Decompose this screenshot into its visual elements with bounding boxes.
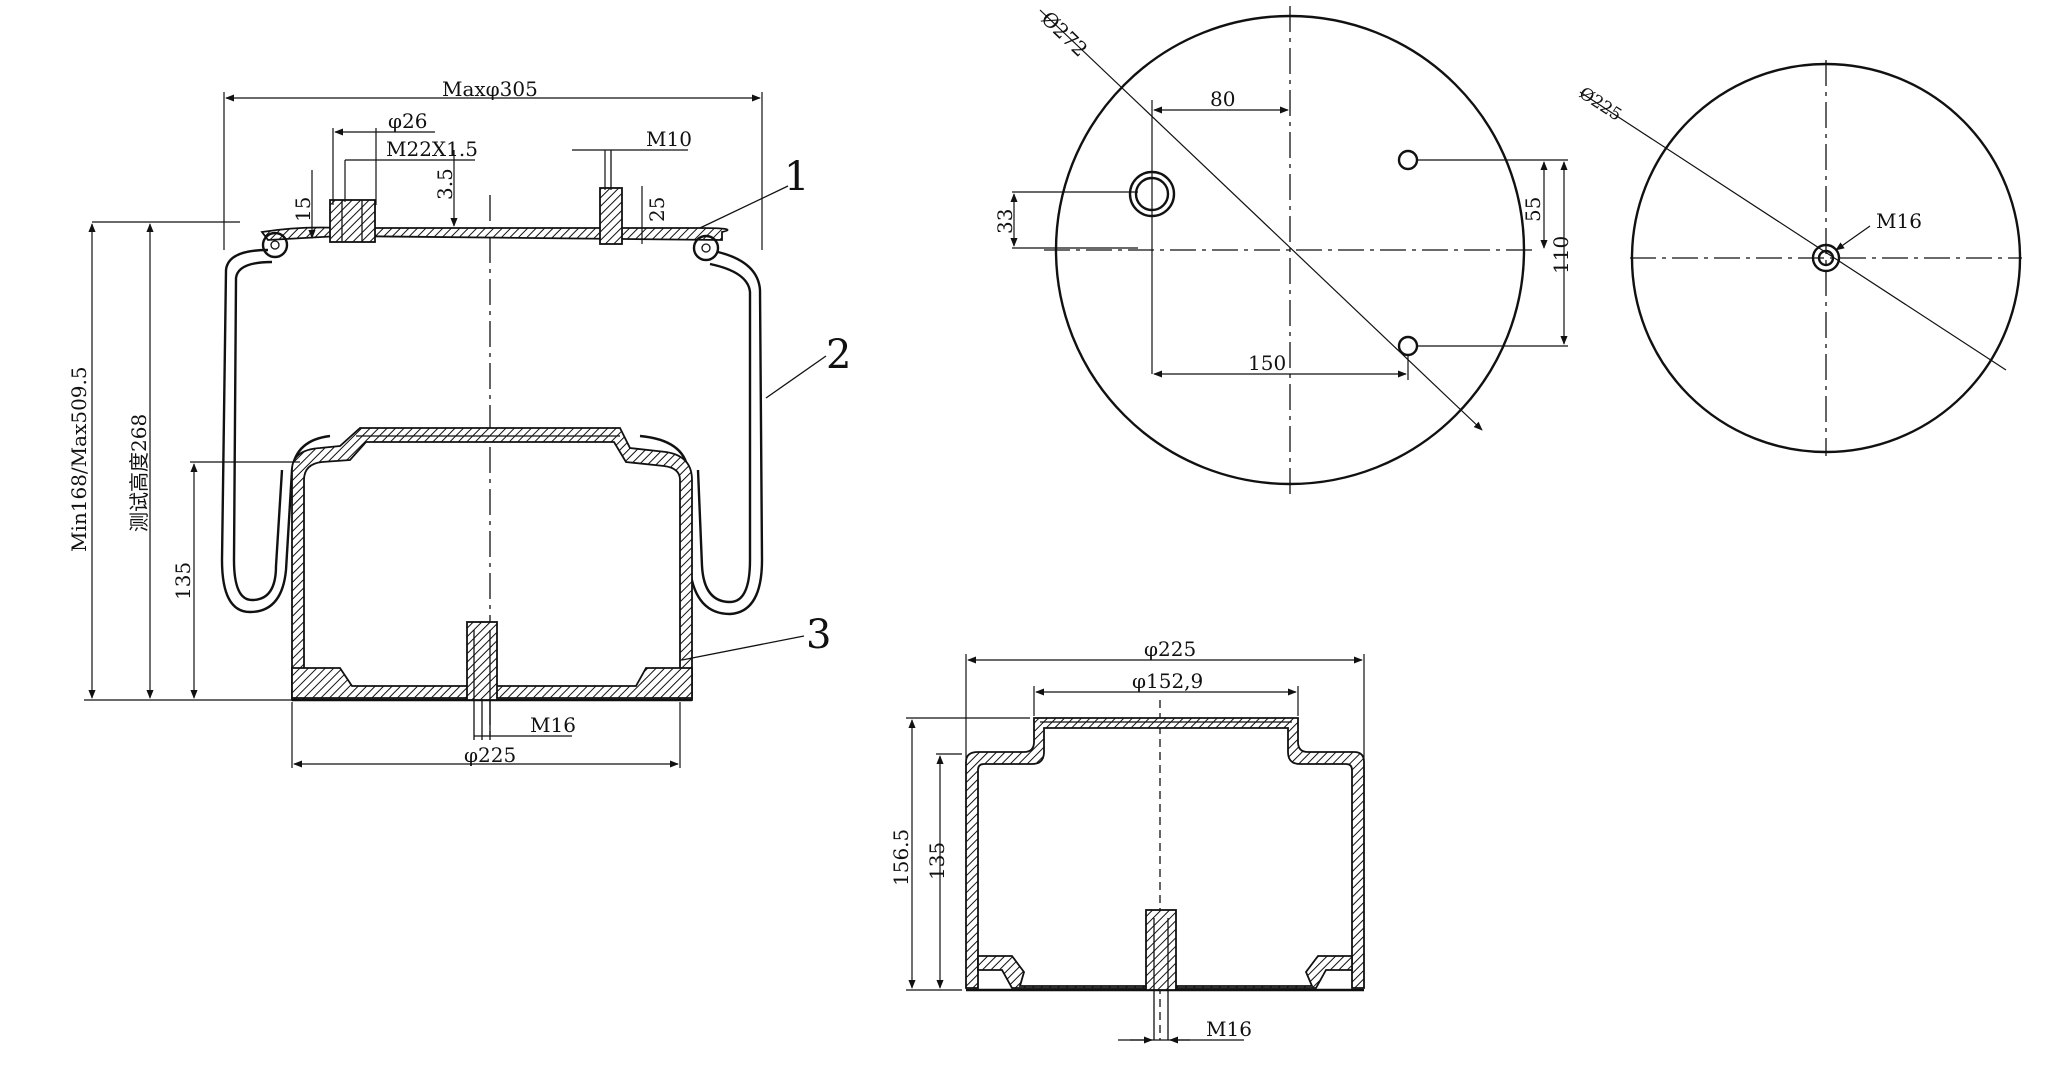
piston-detail-view: φ225 φ152,9 156.5 135 M16 — [889, 637, 1365, 1044]
right-crimp-roll — [692, 234, 720, 262]
dim-piston-top-diameter: φ152,9 — [1132, 669, 1203, 693]
piston-base — [291, 667, 693, 699]
dim-piston-outer-diameter: φ225 — [1144, 637, 1196, 661]
dim-25: 25 — [645, 197, 669, 222]
dim-port-diameter: φ26 — [388, 109, 427, 133]
dim-bottom-plate-diameter: Ø225 — [1575, 83, 1625, 125]
dim-top-plate-diameter: Ø272 — [1037, 6, 1093, 61]
dim-110: 110 — [1549, 236, 1573, 274]
dim-33: 33 — [993, 209, 1017, 234]
dim-80: 80 — [1210, 87, 1235, 111]
dim-max-diameter: Maxφ305 — [442, 77, 538, 101]
dim-15: 15 — [291, 197, 315, 222]
dim-test-height: 测试高度268 — [127, 414, 151, 532]
top-plate-stud-upper — [1397, 149, 1419, 171]
top-plate-view: Ø272 80 33 55 110 150 — [993, 6, 1573, 498]
bottom-plate-view: Ø225 M16 — [1575, 60, 2022, 456]
dim-3-5: 3.5 — [433, 168, 457, 200]
top-plate-stud-lower — [1397, 335, 1419, 357]
bottom-plate-stud-hole — [1811, 243, 1841, 273]
piston-detail-base — [977, 955, 1353, 989]
dim-55: 55 — [1521, 197, 1545, 222]
dim-piston-stud: M16 — [1206, 1017, 1252, 1041]
dim-port-thread: M22X1.5 — [386, 137, 478, 161]
dim-piston-body-height: 135 — [925, 842, 949, 880]
balloon-1: 1 — [784, 154, 809, 200]
dim-bottom-plate-stud: M16 — [1876, 209, 1922, 233]
dim-piston-diameter: φ225 — [464, 743, 516, 767]
dim-stud-thread: M10 — [646, 127, 692, 151]
piston-detail-shell — [965, 717, 1365, 989]
side-assembly-view: Maxφ305 φ26 M22X1.5 M10 3.5 15 25 Min168… — [67, 77, 851, 768]
balloon-2: 2 — [826, 332, 851, 378]
dim-150: 150 — [1248, 351, 1286, 375]
piston-detail-stud — [1145, 909, 1177, 991]
top-stud-m10 — [599, 187, 623, 245]
dim-height-range: Min168/Max509.5 — [67, 366, 91, 552]
bottom-stud-m16 — [466, 621, 498, 701]
dim-bottom-stud: M16 — [530, 713, 576, 737]
balloon-3: 3 — [806, 612, 831, 658]
dim-piston-height: 135 — [171, 562, 195, 600]
left-crimp-roll — [261, 231, 289, 259]
dim-piston-overall-height: 156.5 — [889, 829, 913, 886]
air-port-fitting — [329, 199, 376, 243]
